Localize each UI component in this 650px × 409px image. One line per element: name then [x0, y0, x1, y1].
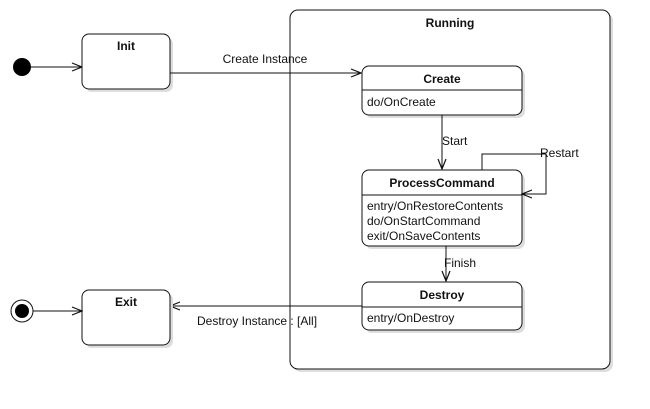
- state-create-title: Create: [423, 72, 461, 86]
- state-processcommand-action-exit: exit/OnSaveContents: [367, 229, 480, 243]
- transition-restart-label: Restart: [540, 146, 579, 160]
- final-node[interactable]: [10, 299, 34, 323]
- state-init-title: Init: [117, 39, 135, 53]
- state-create-action: do/OnCreate: [367, 95, 436, 109]
- state-init[interactable]: Init: [81, 33, 173, 92]
- state-create[interactable]: Create do/OnCreate: [361, 65, 525, 118]
- transition-destroy-instance-label: Destroy Instance : [All]: [197, 314, 317, 328]
- state-destroy[interactable]: Destroy entry/OnDestroy: [361, 281, 525, 333]
- state-exit[interactable]: Exit: [81, 289, 173, 348]
- composite-state-title: Running: [426, 16, 475, 30]
- transition-finish-label: Finish: [444, 256, 476, 270]
- state-processcommand-action-entry: entry/OnRestoreContents: [367, 199, 503, 213]
- state-destroy-action: entry/OnDestroy: [367, 311, 454, 325]
- transition-start-label: Start: [442, 134, 468, 148]
- transition-restart: [481, 153, 547, 194]
- state-processcommand-title: ProcessCommand: [389, 176, 494, 190]
- state-processcommand-action-do: do/OnStartCommand: [367, 214, 480, 228]
- state-processcommand[interactable]: ProcessCommand entry/OnRestoreContents d…: [361, 169, 525, 249]
- initial-node[interactable]: [13, 58, 31, 76]
- transition-create-instance-label: Create Instance: [223, 52, 308, 66]
- state-destroy-title: Destroy: [420, 288, 465, 302]
- state-exit-title: Exit: [115, 295, 137, 309]
